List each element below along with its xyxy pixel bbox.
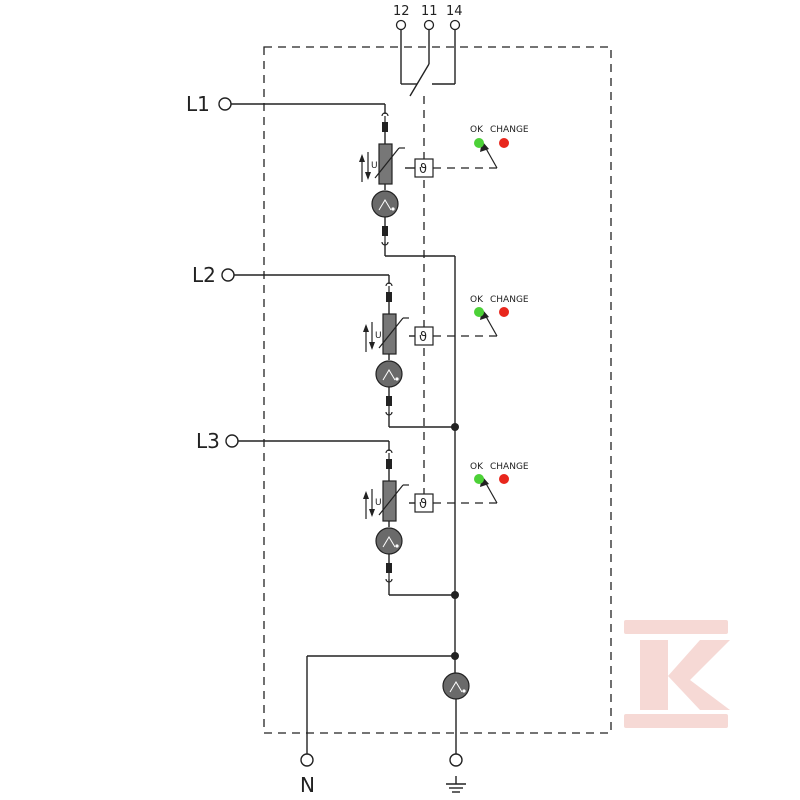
terminal-14-icon [449,19,461,31]
phase-l3: L3 U ϑ OK CHANGE [196,429,529,596]
pe-terminal [446,753,466,793]
terminal-label-11: 11 [421,4,438,19]
terminal-l3-icon [225,434,239,448]
ok-label: OK [470,295,484,305]
terminal-label-n: N [300,773,315,797]
terminal-label-l1: L1 [186,92,210,116]
terminal-12-icon [395,19,407,31]
change-label: CHANGE [490,295,529,305]
ok-label: OK [470,125,484,135]
neutral-terminal: N [300,753,315,797]
terminal-n-icon [300,753,314,767]
device-enclosure [263,46,612,734]
change-led-icon [499,138,509,148]
phase-l2: L2 U ϑ OK CHANGE [192,263,529,428]
varistor-unit-l3 [362,449,410,583]
terminal-label-12: 12 [393,4,410,19]
terminal-l2-icon [221,268,235,282]
change-led-icon [499,474,509,484]
terminal-11-icon [423,19,435,31]
terminal-label-l2: L2 [192,263,216,287]
ok-led-icon [474,307,484,317]
thermal-symbol: ϑ [419,162,427,177]
change-label: CHANGE [490,462,529,472]
varistor-unit-l2 [362,282,410,416]
junction-dot [451,423,459,431]
phase-l1: L1 U ϑ OK CHANGE [186,92,529,257]
terminal-label-l3: L3 [196,429,220,453]
varistor-symbol: U [371,161,378,171]
change-label: CHANGE [490,125,529,135]
terminal-l1-icon [218,97,232,111]
relay-contacts: 12 11 14 [393,4,463,97]
junction-dot [451,591,459,599]
ok-label: OK [470,462,484,472]
varistor-unit-l1 [358,112,406,246]
ok-led-icon [474,138,484,148]
common-bus [306,256,470,754]
npe-gas-discharge-tube [442,672,470,700]
varistor-symbol: U [375,331,382,341]
thermal-symbol: ϑ [419,497,427,512]
thermal-symbol: ϑ [419,330,427,345]
terminal-pe-icon [449,753,463,767]
k-logo-watermark [624,620,730,728]
ok-led-icon [474,474,484,484]
terminal-label-14: 14 [446,4,463,19]
change-led-icon [499,307,509,317]
varistor-symbol: U [375,498,382,508]
ground-icon [446,776,466,793]
